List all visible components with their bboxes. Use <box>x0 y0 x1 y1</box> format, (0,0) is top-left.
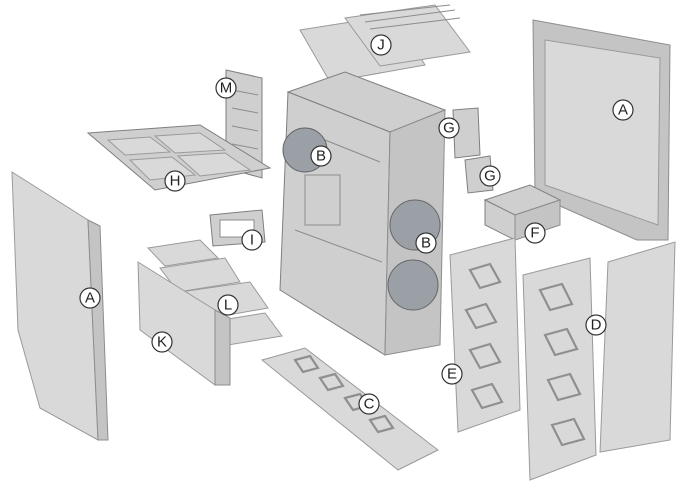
svg-text:A: A <box>85 290 95 307</box>
front-filter-e <box>450 238 520 432</box>
label-A-right: A <box>613 100 633 120</box>
svg-text:A: A <box>618 102 628 119</box>
label-G-bottom: G <box>480 166 500 186</box>
svg-text:I: I <box>250 232 254 249</box>
svg-text:K: K <box>157 334 167 351</box>
svg-text:E: E <box>447 366 457 383</box>
svg-text:G: G <box>443 120 455 137</box>
label-M: M <box>216 78 236 98</box>
label-J: J <box>371 35 391 55</box>
svg-text:B: B <box>421 235 431 252</box>
label-F: F <box>525 223 545 243</box>
label-H: H <box>165 171 185 191</box>
label-D: D <box>586 315 606 335</box>
label-G-top: G <box>439 118 459 138</box>
svg-text:D: D <box>591 317 602 334</box>
svg-text:G: G <box>484 168 496 185</box>
label-L: L <box>218 295 238 315</box>
svg-text:C: C <box>364 396 375 413</box>
label-K: K <box>152 332 172 352</box>
label-C: C <box>359 394 379 414</box>
label-B-top: B <box>311 146 331 166</box>
svg-text:J: J <box>377 37 385 54</box>
label-I: I <box>242 230 262 250</box>
svg-text:L: L <box>224 297 232 314</box>
svg-text:F: F <box>530 225 539 242</box>
main-chassis <box>280 72 445 355</box>
label-A-left: A <box>80 288 100 308</box>
front-parts-d <box>523 242 675 480</box>
label-E: E <box>442 364 462 384</box>
svg-text:B: B <box>316 148 326 165</box>
svg-text:H: H <box>170 173 181 190</box>
bottom-filter-c <box>262 348 438 470</box>
svg-text:M: M <box>220 80 233 97</box>
label-B-front: B <box>416 233 436 253</box>
